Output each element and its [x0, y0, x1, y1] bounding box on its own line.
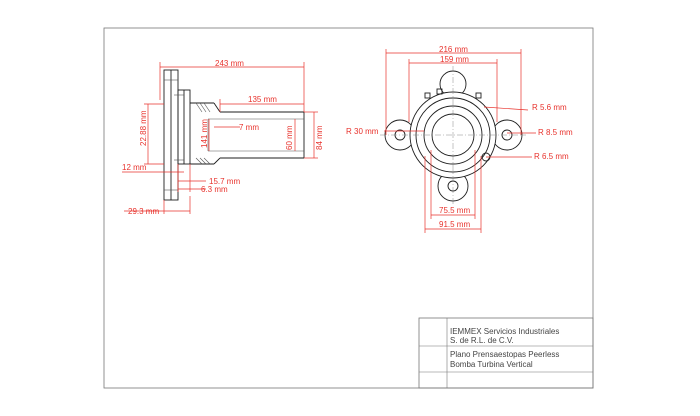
- dim-bolt-span: 216 mm: [439, 45, 468, 54]
- title-drawing-line-2: Bomba Turbina Vertical: [450, 360, 533, 369]
- dim-flange-thickness: 29.3 mm: [128, 207, 159, 216]
- dim-flange-height: 22.88 mm: [139, 110, 148, 146]
- dim-gap: 7 mm: [239, 123, 259, 132]
- front-view: 216 mm 159 mm R 5.6 mm R 30 mm R 8.5 mm …: [346, 45, 573, 233]
- title-block: IEMMEX Servicios Industriales S. de R.L.…: [418, 317, 594, 389]
- dim-hub-width: 91.5 mm: [439, 220, 470, 229]
- dim-left-edge: 12 mm: [122, 163, 147, 172]
- dim-tube-bore: 60 mm: [285, 125, 294, 150]
- dim-tube-outer: 84 mm: [315, 125, 324, 150]
- dim-tube-length: 135 mm: [248, 95, 277, 104]
- dim-radius-outer: R 30 mm: [346, 127, 379, 136]
- front-view-outline: [384, 70, 523, 202]
- dim-step-2: 6.3 mm: [201, 185, 228, 194]
- dim-body-width: 159 mm: [440, 55, 469, 64]
- dim-radius-hole: R 8.5 mm: [538, 128, 573, 137]
- dim-tube-inner: 141 mm: [200, 119, 209, 148]
- side-view-outline: [163, 69, 305, 201]
- dim-radius-small: R 5.6 mm: [532, 103, 567, 112]
- side-view: 243 mm 135 mm 22.88 mm 141 mm 7 mm 60 mm…: [122, 59, 324, 216]
- dim-step-1: 15.7 mm: [209, 177, 240, 186]
- dim-radius-notch: R 6.5 mm: [534, 152, 569, 161]
- side-view-dimension-lines: [122, 62, 318, 214]
- sheet-border: [103, 27, 594, 389]
- dim-bore-width: 75.5 mm: [439, 206, 470, 215]
- dim-overall-length: 243 mm: [215, 59, 244, 68]
- front-view-dimension-lines: [384, 49, 536, 233]
- front-view-centerlines: [380, 66, 526, 206]
- title-drawing-line-1: Plano Prensaestopas Peerless: [450, 350, 559, 359]
- title-company-line-1: IEMMEX Servicios Industriales: [450, 327, 559, 336]
- title-company-line-2: S. de R.L. de C.V.: [450, 336, 514, 345]
